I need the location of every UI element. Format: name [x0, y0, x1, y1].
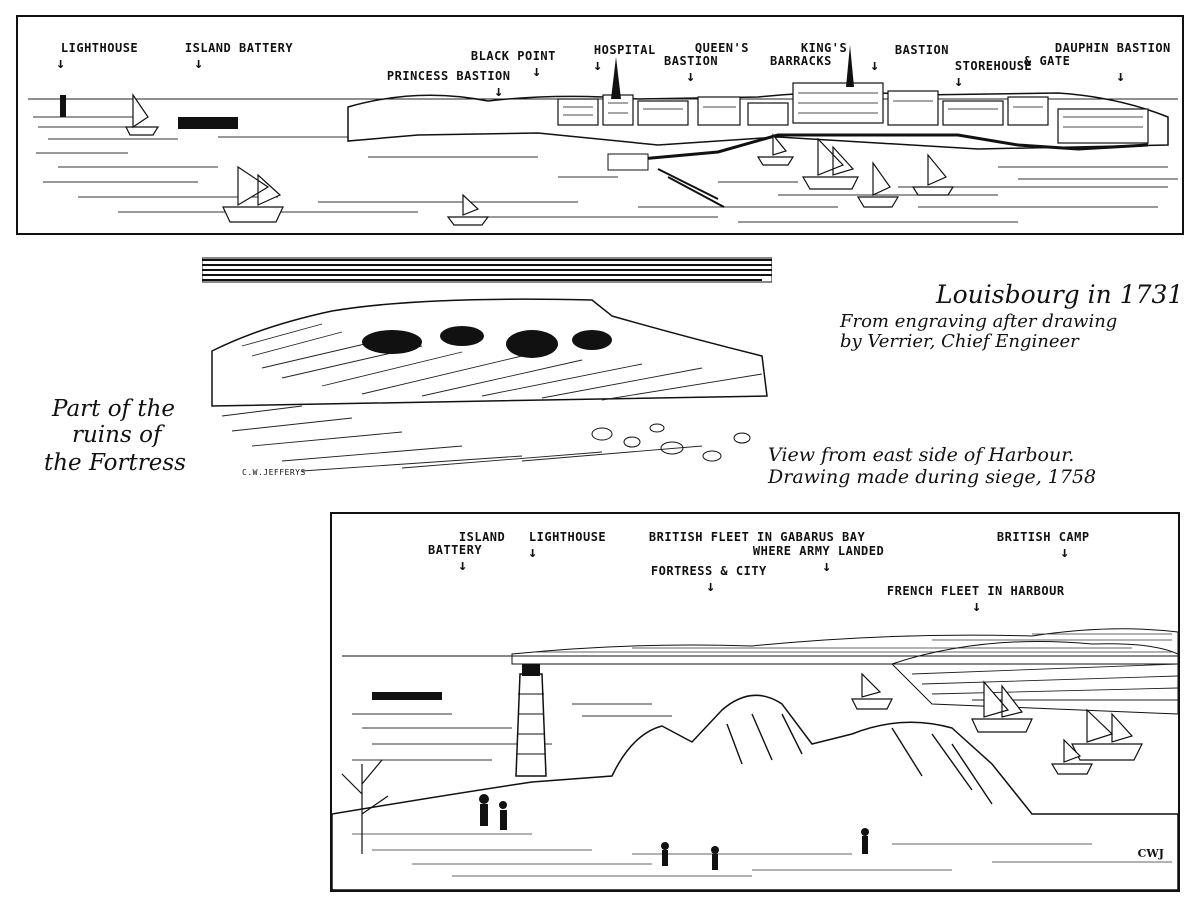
arrow-down-icon: ↓: [706, 577, 716, 595]
siege-1758-drawing: [332, 628, 1178, 890]
arrow-down-icon: ↓: [593, 56, 603, 74]
caption-1758-line1: View from east side of Harbour.: [768, 444, 1075, 466]
label-princess-bastion: PRINCESS BASTION↓: [386, 69, 511, 100]
label-queens-bastion: QUEEN'S BASTION↓: [664, 41, 749, 85]
label-lighthouse-1731: LIGHTHOUSE↓: [56, 41, 139, 72]
louisbourg-1731-engraving: [28, 45, 1178, 226]
artist-signature: C.W.JEFFERYS: [242, 468, 306, 477]
caption-1758-line2: Drawing made during siege, 1758: [768, 466, 1097, 488]
panel-siege-1758: ISLAND BATTERY↓ LIGHTHOUSE↓ BRITISH FLEE…: [330, 512, 1180, 892]
arrow-down-icon: ↓: [194, 54, 204, 72]
artist-initials: CWJ: [1137, 847, 1164, 860]
ruins-sketch-drawing: [202, 257, 772, 472]
label-french-fleet: FRENCH FLEET IN HARBOUR↓: [886, 584, 1065, 615]
label-british-camp: BRITISH CAMP↓: [996, 530, 1090, 561]
caption-ruins-line2: ruins of: [72, 422, 162, 448]
label-british-fleet: BRITISH FLEET IN GABARUS BAY: [648, 530, 866, 544]
caption-1731-line1: From engraving after drawing: [840, 311, 1118, 332]
arrow-down-icon: ↓: [686, 67, 696, 85]
label-fortress-city: FORTRESS & CITY↓: [650, 564, 767, 595]
label-lighthouse-1758: LIGHTHOUSE↓: [528, 530, 607, 561]
label-where-army-landed: WHERE ARMY LANDED↓: [752, 544, 885, 575]
panel-ruins-sketch: C.W.JEFFERYS: [202, 256, 772, 486]
caption-ruins-line3: the Fortress: [44, 450, 186, 476]
arrow-down-icon: ↓: [528, 543, 538, 561]
arrow-down-icon: ↓: [532, 62, 542, 80]
arrow-down-icon: ↓: [954, 72, 964, 90]
label-dauphin-bastion: DAUPHIN BASTION & GATE↓: [1024, 41, 1171, 85]
arrow-down-icon: ↓: [1060, 543, 1070, 561]
panel-louisbourg-1731: LIGHTHOUSE↓ ISLAND BATTERY↓ PRINCESS BAS…: [16, 15, 1184, 235]
arrow-down-icon: ↓: [458, 556, 468, 574]
arrow-down-icon: ↓: [822, 557, 832, 575]
label-storehouse: STOREHOUSE↓: [954, 59, 1033, 90]
caption-1731-line2: by Verrier, Chief Engineer: [840, 331, 1079, 352]
label-bastion: BASTION↓: [870, 43, 949, 74]
label-hospital: HOSPITAL↓: [593, 43, 656, 74]
label-kings-barracks: KING'S BARRACKS: [770, 41, 848, 68]
caption-1731-title: Louisbourg in 1731: [936, 280, 1184, 309]
arrow-down-icon: ↓: [972, 597, 982, 615]
arrow-down-icon: ↓: [870, 56, 880, 74]
label-island-battery-1758: ISLAND BATTERY↓: [428, 530, 506, 574]
arrow-down-icon: ↓: [1116, 67, 1126, 85]
label-black-point: BLACK POINT↓: [470, 49, 556, 80]
arrow-down-icon: ↓: [56, 54, 66, 72]
caption-ruins-line1: Part of the: [52, 396, 176, 422]
arrow-down-icon: ↓: [494, 82, 504, 100]
label-island-battery-1731: ISLAND BATTERY↓: [184, 41, 294, 72]
